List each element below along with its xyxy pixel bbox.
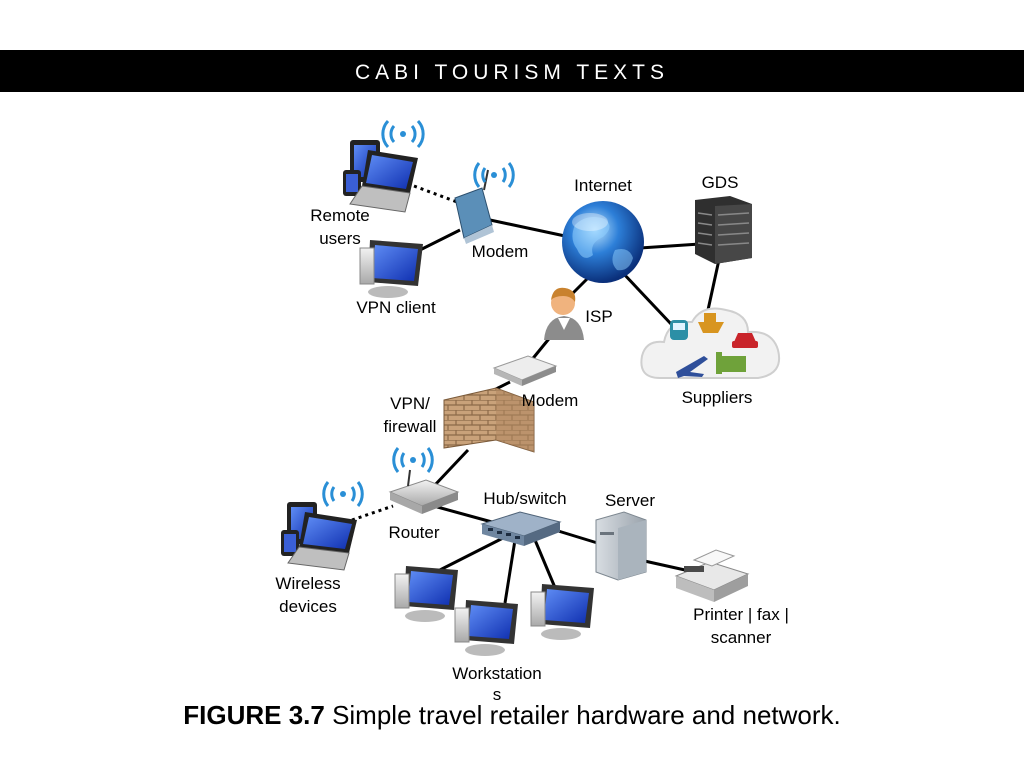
hub-switch-icon <box>480 511 562 546</box>
ship-icon <box>698 313 724 333</box>
workstation-icon-1 <box>394 566 458 622</box>
label-workstations-line2: s <box>493 685 502 704</box>
router-icon <box>388 447 460 514</box>
firewall-router-link <box>432 448 470 488</box>
label-remote-users-line2: users <box>319 229 361 248</box>
wifi-signal-icon <box>381 119 425 149</box>
label-printer-line1: Printer | fax | <box>693 605 789 624</box>
wireless-router-link <box>351 504 394 522</box>
wireless-connections <box>351 184 458 522</box>
hub-ws1-link <box>429 535 506 577</box>
vpn-client-monitor-icon <box>359 240 423 298</box>
label-suppliers: Suppliers <box>682 388 753 407</box>
plane-icon <box>676 356 708 378</box>
modem-internet-link <box>489 218 566 238</box>
wifi-signal-icon <box>473 162 515 188</box>
firewall-icon <box>443 387 535 453</box>
label-vpn-client: VPN client <box>356 298 436 317</box>
hotel-bed-icon <box>716 352 746 374</box>
label-hub-switch: Hub/switch <box>483 489 566 508</box>
label-vpn-firewall-line2: firewall <box>384 417 437 436</box>
wifi-signal-icon <box>322 481 364 507</box>
figure-caption-text: Simple travel retailer hardware and netw… <box>324 700 841 730</box>
label-vpn-firewall-line1: VPN/ <box>390 394 430 413</box>
remote-modem-wireless <box>413 184 458 204</box>
internet-gds-link <box>639 242 701 250</box>
workstation-icon-2 <box>454 600 518 656</box>
label-internet: Internet <box>574 176 632 195</box>
printer-fax-scanner-icon <box>674 549 750 602</box>
internet-suppliers-link <box>620 270 674 327</box>
label-router: Router <box>388 523 439 542</box>
label-modem-mid: Modem <box>522 391 579 410</box>
car-icon <box>732 333 758 348</box>
label-printer-line2: scanner <box>711 628 772 647</box>
header-banner: CABI TOURISM TEXTS <box>0 50 1024 92</box>
server-tower-icon <box>595 511 647 581</box>
gds-suppliers-link <box>706 254 722 311</box>
workstation-icon-3 <box>530 584 594 640</box>
label-modem-top: Modem <box>472 242 529 261</box>
wifi-signal-icon <box>392 447 434 473</box>
label-workstations-line1: Workstation <box>452 664 541 683</box>
header-title: CABI TOURISM TEXTS <box>354 61 670 84</box>
label-gds: GDS <box>702 173 739 192</box>
figure-number: FIGURE 3.7 <box>183 700 325 730</box>
wireless-devices-group <box>281 481 364 571</box>
label-remote-users-line1: Remote <box>310 206 370 225</box>
gds-server-icon <box>695 196 752 264</box>
hub-ws3-link <box>533 539 558 591</box>
label-server: Server <box>605 491 655 510</box>
supplier-cloud-icon <box>640 307 780 379</box>
modem-top-icon <box>454 162 515 244</box>
remote-users-devices <box>343 119 425 213</box>
modem-mid-icon <box>492 355 558 386</box>
label-isp: ISP <box>585 307 612 326</box>
figure-caption: FIGURE 3.7 Simple travel retailer hardwa… <box>0 700 1024 731</box>
hub-ws2-link <box>503 539 517 604</box>
isp-person-icon <box>544 287 584 340</box>
internet-globe-icon <box>562 201 644 283</box>
train-icon <box>670 320 688 340</box>
router-hub-link <box>429 503 493 524</box>
label-wireless-line2: devices <box>279 597 337 616</box>
label-wireless-line1: Wireless <box>275 574 340 593</box>
server-printer-link <box>639 558 686 572</box>
